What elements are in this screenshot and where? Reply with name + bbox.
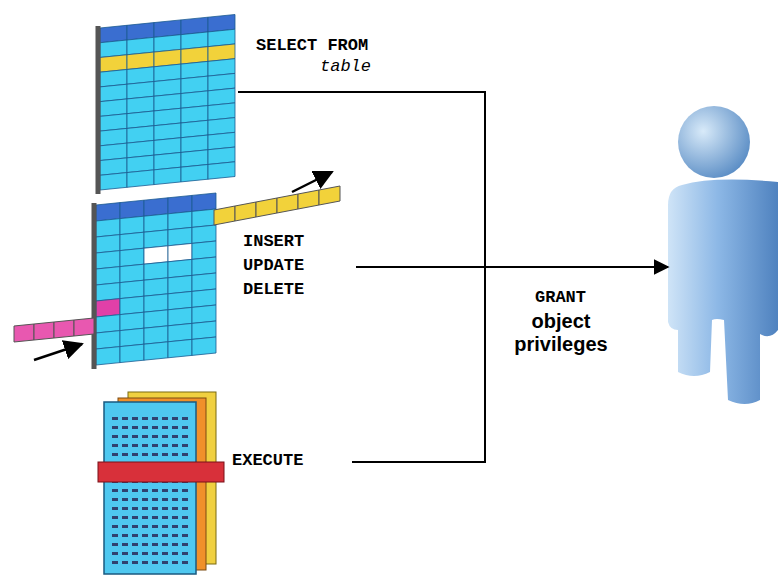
- select-label: SELECT FROM: [256, 34, 456, 58]
- table-cell: [168, 291, 192, 309]
- table-cell: [120, 312, 144, 330]
- table-cell: [192, 321, 216, 339]
- table-cell: [168, 323, 192, 341]
- table-cell: [192, 225, 216, 243]
- table-cell: [120, 296, 144, 314]
- table-label: table: [320, 55, 410, 79]
- table-cell: [168, 307, 192, 325]
- updated-row: [298, 190, 319, 209]
- inserted-row: [74, 318, 94, 336]
- table-cell: [168, 227, 192, 245]
- table-cell: [120, 280, 144, 298]
- table-cell: [96, 219, 120, 237]
- table-icon: [98, 15, 235, 195]
- inserted-row: [34, 322, 54, 340]
- table-cell: [96, 251, 120, 269]
- table-cell: [120, 248, 144, 266]
- table-cell: [96, 331, 120, 349]
- table-cell: [144, 246, 168, 264]
- table-cell: [192, 257, 216, 275]
- table-cell: [168, 211, 192, 229]
- table-change-icon: [14, 172, 340, 369]
- table-cell: [120, 264, 144, 282]
- updated-row: [277, 194, 298, 213]
- table-cell: [144, 310, 168, 328]
- grant-arrow: [356, 266, 668, 268]
- table-cell: [208, 162, 235, 179]
- dml-label: INSERT UPDATE DELETE: [243, 230, 321, 302]
- bracket-line: [238, 92, 485, 462]
- inserted-row: [54, 320, 74, 338]
- table-cell: [120, 344, 144, 362]
- update-arrow: [292, 172, 332, 192]
- table-cell: [192, 337, 216, 355]
- table-cell: [100, 173, 127, 190]
- table-cell: [127, 170, 154, 187]
- table-cell: [168, 259, 192, 277]
- table-cell: [96, 267, 120, 285]
- execute-label: EXECUTE: [232, 449, 342, 473]
- table-cell: [120, 232, 144, 250]
- table-cell: [96, 203, 120, 221]
- updated-row: [235, 202, 256, 221]
- table-cell: [144, 198, 168, 216]
- table-cell: [144, 278, 168, 296]
- table-cell: [144, 294, 168, 312]
- table-cell: [168, 275, 192, 293]
- table-cell: [154, 167, 181, 184]
- table-cell: [181, 164, 208, 181]
- table-cell: [144, 326, 168, 344]
- procedure-icon: [98, 392, 224, 574]
- table-cell: [96, 299, 120, 317]
- table-cell: [144, 230, 168, 248]
- table-cell: [96, 235, 120, 253]
- user-figure: [668, 106, 778, 404]
- table-cell: [192, 209, 216, 227]
- table-cell: [144, 214, 168, 232]
- table-cell: [96, 315, 120, 333]
- table-cell: [144, 342, 168, 360]
- table-cell: [120, 200, 144, 218]
- updated-row: [256, 198, 277, 217]
- table-cell: [120, 216, 144, 234]
- table-cell: [96, 347, 120, 365]
- privileges-label: object privileges: [500, 310, 622, 356]
- table-cell: [168, 195, 192, 213]
- grant-label: GRANT: [535, 286, 615, 310]
- table-cell: [120, 328, 144, 346]
- table-edge: [96, 26, 101, 194]
- table-cell: [192, 241, 216, 259]
- table-cell: [168, 339, 192, 357]
- table-edge: [92, 203, 97, 369]
- updated-row: [319, 186, 340, 205]
- table-cell: [192, 305, 216, 323]
- table-cell: [168, 243, 192, 261]
- connector-lines: [238, 92, 668, 462]
- table-cell: [192, 289, 216, 307]
- inserted-row: [14, 324, 34, 342]
- table-cell: [96, 283, 120, 301]
- table-cell: [192, 193, 216, 211]
- table-cell: [192, 273, 216, 291]
- insert-arrow: [34, 344, 82, 360]
- updated-row: [214, 206, 235, 225]
- table-cell: [144, 262, 168, 280]
